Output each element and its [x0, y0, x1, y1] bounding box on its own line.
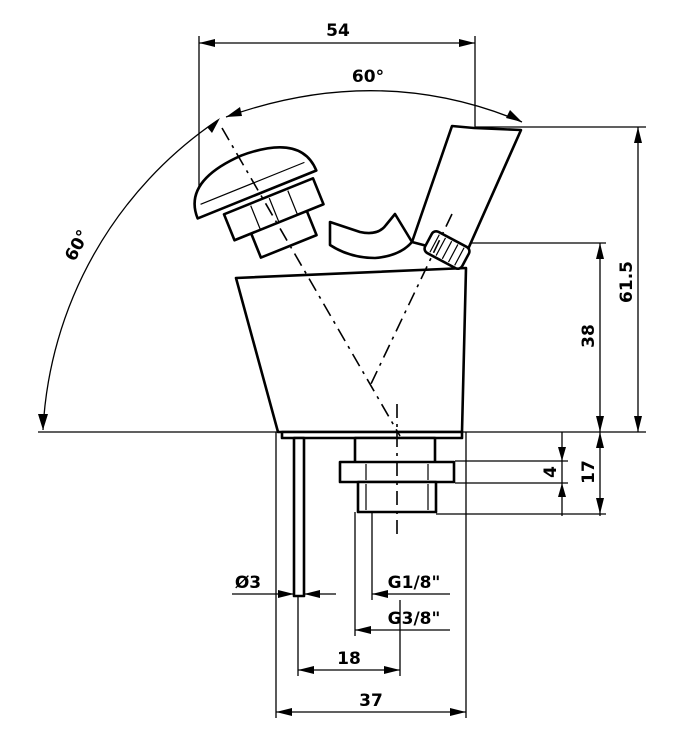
- label-nut-thickness: 4: [541, 466, 561, 478]
- label-offset-inner: 18: [337, 649, 361, 669]
- arrow-g18: [372, 590, 388, 598]
- arrow-17-top: [596, 432, 604, 448]
- label-height-spout: 38: [579, 324, 599, 348]
- spout-assembly: [193, 146, 325, 259]
- lever-screw: [423, 230, 471, 270]
- arrow-38-top: [596, 243, 604, 259]
- label-width-top: 54: [326, 21, 350, 41]
- arrow-61-5-top: [634, 127, 642, 143]
- top-arc-arrow-left: [226, 107, 242, 117]
- arc-arrow-bottom: [38, 414, 48, 430]
- arrow-g38: [355, 626, 371, 634]
- arrow-61-5-bottom: [634, 416, 642, 432]
- spout-cap: [193, 146, 318, 220]
- arrow-54-left: [199, 39, 215, 47]
- arrow-dia3-left: [278, 590, 294, 598]
- pin-rod: [292, 436, 306, 598]
- lever-neck: [328, 212, 414, 260]
- arrow-4-top: [558, 447, 566, 461]
- arrow-54-right: [459, 39, 475, 47]
- label-angle-left: 60°: [61, 227, 94, 265]
- label-thread-length: 17: [579, 460, 599, 484]
- centerline-lever: [369, 213, 453, 387]
- angle-arc-top: [225, 90, 523, 123]
- label-thread-small: G1/8": [388, 573, 441, 593]
- arrow-18-right: [384, 666, 400, 674]
- label-height-total: 61.5: [617, 261, 637, 303]
- angle-arc-left: [42, 119, 219, 431]
- lever-handle: [410, 124, 523, 258]
- arrow-4-bottom: [558, 483, 566, 497]
- arrow-37-left: [276, 708, 292, 716]
- arrow-17-bottom: [596, 498, 604, 514]
- arrow-18-left: [298, 666, 314, 674]
- arrow-37-right: [450, 708, 466, 716]
- arrow-dia3-right: [304, 590, 320, 598]
- label-thread-large: G3/8": [388, 609, 441, 629]
- faucet-body: [234, 266, 468, 434]
- label-offset-outer: 37: [359, 691, 383, 711]
- top-arc-arrow-right: [506, 110, 522, 122]
- label-pin-diameter: Ø3: [235, 573, 261, 593]
- arrow-38-bottom: [596, 416, 604, 432]
- label-angle-top: 60°: [352, 67, 384, 87]
- threaded-shank: [353, 436, 437, 466]
- arc-arrow-upper: [207, 118, 220, 133]
- centerline-spout: [221, 127, 401, 437]
